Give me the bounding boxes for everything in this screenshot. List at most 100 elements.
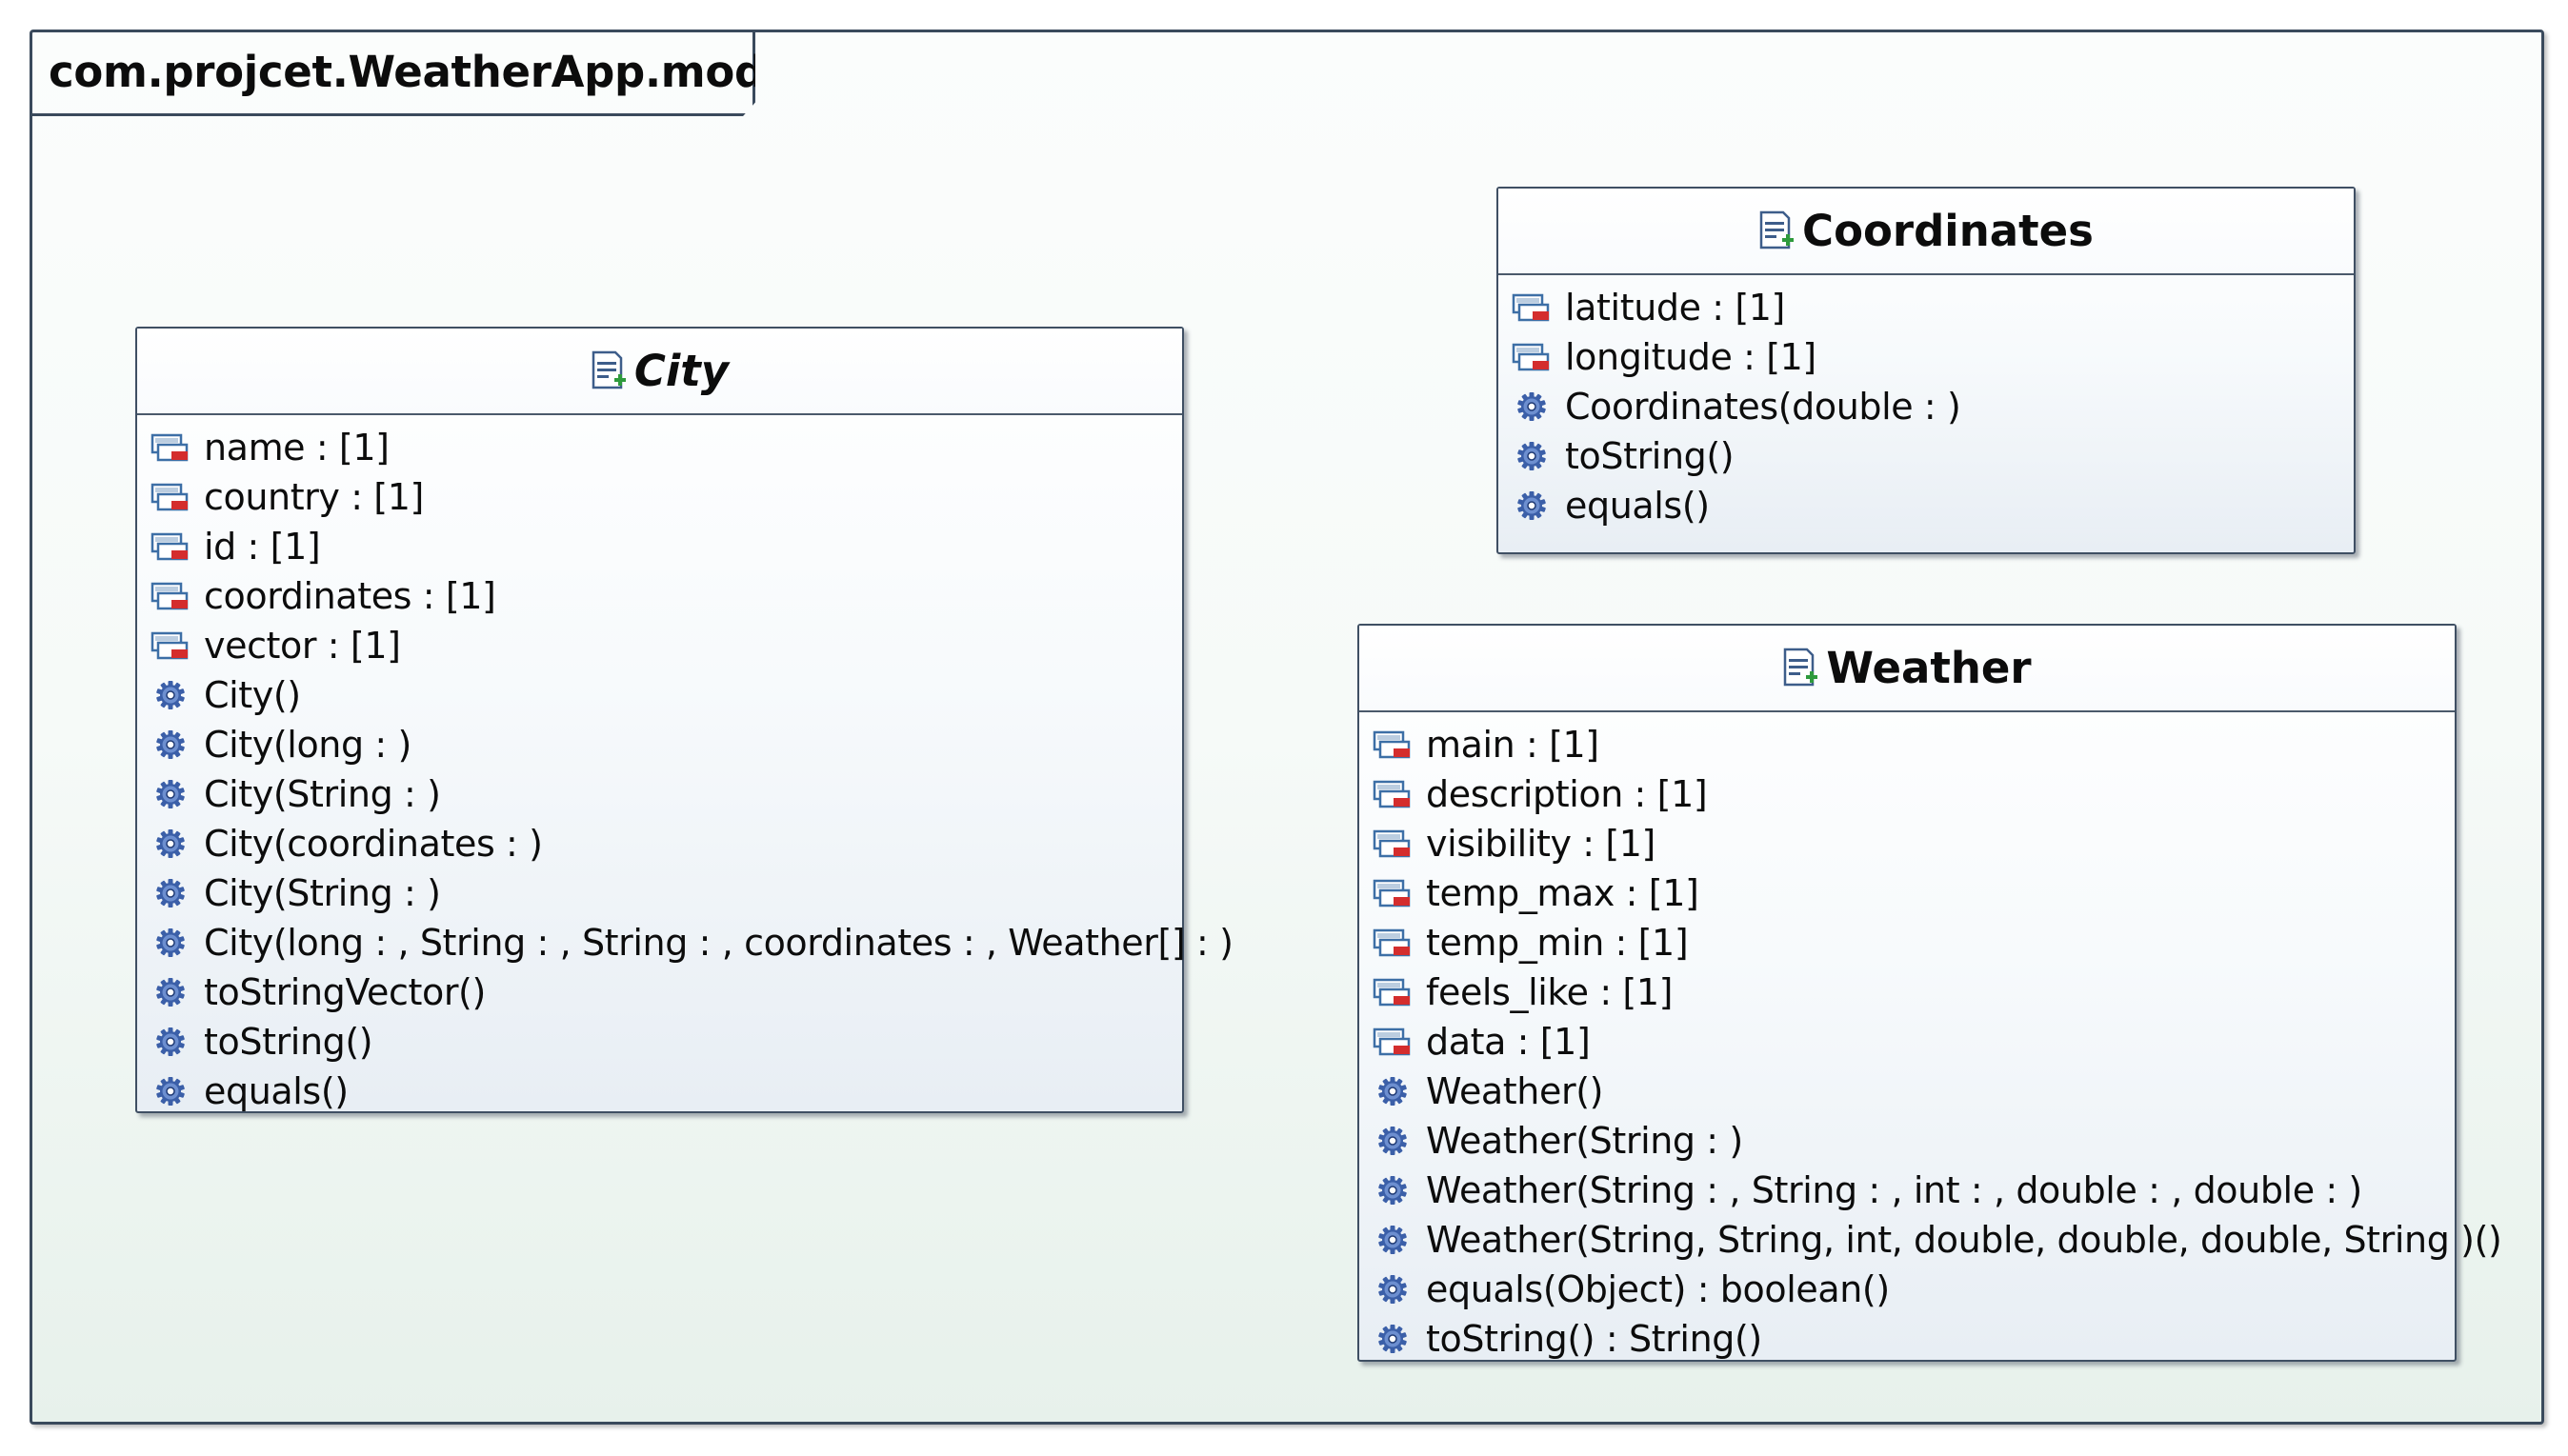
attribute-label: main : [1]	[1426, 724, 1599, 766]
attribute-row[interactable]: main : [1]	[1359, 720, 2455, 769]
gear-icon	[156, 730, 185, 759]
operation-label: City(String : )	[204, 773, 441, 815]
operation-label: Coordinates(double : )	[1565, 386, 1961, 428]
gear-icon	[156, 780, 185, 808]
operation-label: City(String : )	[204, 872, 441, 914]
operation-row[interactable]: City(long : )	[137, 720, 1182, 769]
field-icon	[1373, 879, 1411, 908]
operation-label: Weather(String : , String : , int : , do…	[1426, 1169, 2362, 1211]
class-city-name: City	[633, 346, 730, 396]
class-icon	[1784, 648, 1818, 686]
attribute-row[interactable]: visibility : [1]	[1359, 819, 2455, 868]
operation-row[interactable]: Weather(String, String, int, double, dou…	[1359, 1215, 2502, 1265]
operation-row[interactable]: toString()	[1498, 431, 2354, 481]
attribute-row[interactable]: feels_like : [1]	[1359, 967, 2455, 1017]
class-weather-members: main : [1] description : [1]visibility : …	[1359, 712, 2502, 1364]
class-weather[interactable]: Weather main : [1] description : [1]visib…	[1357, 624, 2502, 1364]
operation-label: toString() : String()	[1426, 1318, 1762, 1360]
gear-icon	[156, 829, 185, 858]
operation-row[interactable]: Weather(String : )	[1359, 1116, 2455, 1166]
field-icon	[1373, 928, 1411, 957]
gear-icon	[1378, 1077, 1407, 1106]
gear-icon	[1378, 1176, 1407, 1205]
attribute-row[interactable]: latitude : [1]	[1498, 283, 2354, 332]
gear-icon	[1517, 442, 1546, 470]
gear-icon	[156, 681, 185, 709]
gear-icon	[1378, 1127, 1407, 1155]
operation-row[interactable]: Weather()	[1359, 1067, 2455, 1116]
field-icon	[1373, 730, 1411, 759]
operation-row[interactable]: toString() : String()	[1359, 1314, 2455, 1364]
operation-row[interactable]: equals()	[137, 1067, 1182, 1116]
gear-icon	[156, 928, 185, 957]
operation-row[interactable]: Weather(String : , String : , int : , do…	[1359, 1166, 2455, 1215]
gear-icon	[1517, 491, 1546, 520]
gear-icon	[156, 879, 185, 908]
gear-icon	[1378, 1275, 1407, 1304]
class-icon	[1759, 210, 1795, 249]
class-coordinates-name: Coordinates	[1802, 206, 2094, 256]
field-icon	[150, 582, 189, 610]
attribute-row[interactable]: vector : [1]	[137, 621, 1182, 670]
class-city-header: City	[137, 329, 1182, 415]
attribute-label: data : [1]	[1426, 1021, 1591, 1063]
attribute-label: feels_like : [1]	[1426, 971, 1674, 1013]
field-icon	[1373, 780, 1411, 808]
operation-label: Weather(String : )	[1426, 1120, 1743, 1162]
attribute-row[interactable]: temp_max : [1]	[1359, 868, 2455, 918]
class-coordinates[interactable]: Coordinates latitude : [1]longitude : [1…	[1496, 187, 2356, 554]
attribute-row[interactable]: country : [1]	[137, 472, 1182, 522]
operation-label: City(long : )	[204, 724, 411, 766]
field-icon	[1373, 1027, 1411, 1056]
operation-label: City(long : , String : , String : , coor…	[204, 922, 1234, 964]
attribute-row[interactable]: data : [1]	[1359, 1017, 2455, 1067]
attribute-label: coordinates : [1]	[204, 575, 496, 617]
package-header: com.projcet.WeatherApp.model	[30, 30, 755, 116]
class-icon	[592, 350, 626, 389]
operation-label: City(coordinates : )	[204, 823, 543, 865]
operation-label: Weather(String, String, int, double, dou…	[1426, 1219, 2502, 1261]
class-coordinates-members: latitude : [1]longitude : [1]Coordinates…	[1498, 275, 2354, 530]
field-icon	[1512, 343, 1550, 371]
operation-row[interactable]: equals()	[1498, 481, 2354, 530]
operation-label: toStringVector()	[204, 971, 486, 1013]
operation-label: equals(Object) : boolean()	[1426, 1268, 1890, 1310]
operation-row[interactable]: City(String : )	[137, 868, 1182, 918]
operation-row[interactable]: equals(Object) : boolean()	[1359, 1265, 2455, 1314]
attribute-row[interactable]: name : [1]	[137, 423, 1182, 472]
class-coordinates-header: Coordinates	[1498, 189, 2354, 275]
attribute-label: country : [1]	[204, 476, 424, 518]
operation-label: City()	[204, 674, 301, 716]
operation-row[interactable]: toStringVector()	[137, 967, 1182, 1017]
gear-icon	[1378, 1226, 1407, 1254]
operation-label: Weather()	[1426, 1070, 1604, 1112]
attribute-row[interactable]: coordinates : [1]	[137, 571, 1182, 621]
gear-icon	[1378, 1325, 1407, 1353]
operation-row[interactable]: toString()	[137, 1017, 1182, 1067]
operation-label: toString()	[1565, 435, 1735, 477]
field-icon	[1373, 978, 1411, 1007]
class-weather-header: Weather	[1359, 626, 2455, 712]
attribute-row[interactable]: temp_min : [1]	[1359, 918, 2455, 967]
attribute-label: vector : [1]	[204, 625, 401, 667]
attribute-label: id : [1]	[204, 526, 321, 568]
attribute-label: description : [1]	[1426, 773, 1708, 815]
operation-row[interactable]: City()	[137, 670, 1182, 720]
operation-label: equals()	[1565, 485, 1710, 527]
field-icon	[1373, 829, 1411, 858]
gear-icon	[156, 1027, 185, 1056]
attribute-row[interactable]: description : [1]	[1359, 769, 2455, 819]
class-city-members: name : [1]country : [1] id : [1] coordinat…	[137, 415, 1234, 1116]
gear-icon	[156, 978, 185, 1007]
operation-row[interactable]: Coordinates(double : )	[1498, 382, 2354, 431]
attribute-label: temp_min : [1]	[1426, 922, 1689, 964]
field-icon	[150, 532, 189, 561]
attribute-row[interactable]: longitude : [1]	[1498, 332, 2354, 382]
attribute-row[interactable]: id : [1]	[137, 522, 1182, 571]
operation-row[interactable]: City(String : )	[137, 769, 1182, 819]
field-icon	[150, 433, 189, 462]
operation-row[interactable]: City(coordinates : )	[137, 819, 1182, 868]
class-city[interactable]: City name : [1]country : [1] id : [1] coor…	[135, 327, 1234, 1116]
attribute-label: latitude : [1]	[1565, 287, 1785, 329]
operation-row[interactable]: City(long : , String : , String : , coor…	[137, 918, 1234, 967]
